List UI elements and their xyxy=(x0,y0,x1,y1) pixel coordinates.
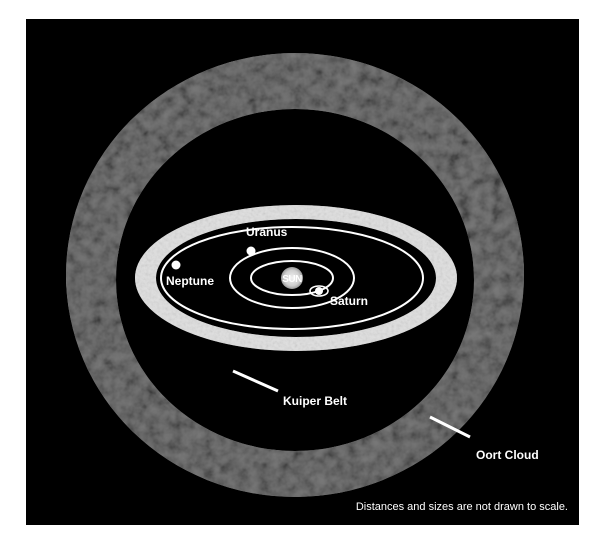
uranus-label: Uranus xyxy=(246,225,288,239)
saturn-ring-shape xyxy=(309,285,329,297)
uranus-planet xyxy=(246,246,256,256)
kuiper-belt-pointer xyxy=(232,369,279,393)
oort-cloud-pointer xyxy=(429,415,471,439)
neptune-planet xyxy=(171,260,181,270)
oort-cloud-label: Oort Cloud xyxy=(476,448,539,462)
sun xyxy=(281,267,303,289)
saturn-label: Saturn xyxy=(330,294,368,308)
scale-footnote: Distances and sizes are not drawn to sca… xyxy=(356,501,568,513)
uranus-orbit xyxy=(229,247,355,309)
neptune-label: Neptune xyxy=(166,274,214,288)
diagram-canvas: SUN Saturn Uranus Neptune Kuiper Belt Oo… xyxy=(66,53,568,513)
sun-label: SUN xyxy=(282,274,302,285)
kuiper-belt-label: Kuiper Belt xyxy=(283,394,347,408)
saturn-planet xyxy=(315,287,323,295)
saturn-orbit xyxy=(250,260,334,296)
solar-system-diagram: SUN Saturn Uranus Neptune Kuiper Belt Oo… xyxy=(26,19,579,525)
neptune-orbit xyxy=(160,226,424,330)
